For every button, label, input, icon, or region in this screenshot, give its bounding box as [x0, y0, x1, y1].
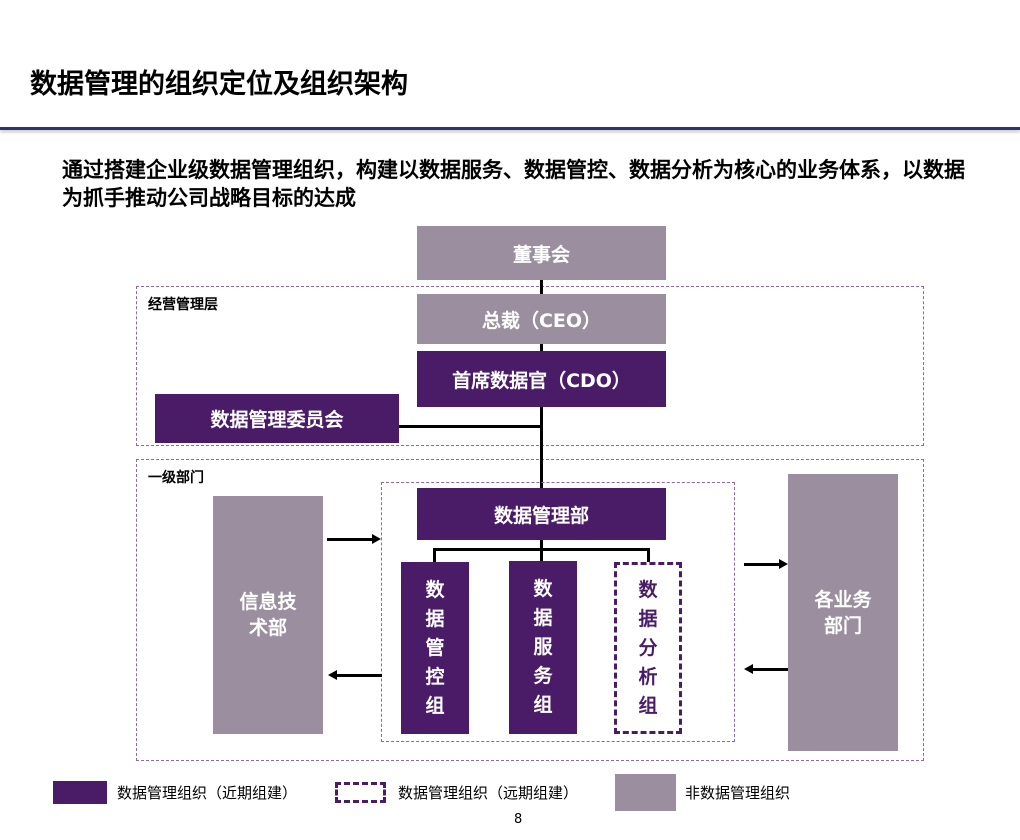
analytics-char: 组: [638, 694, 658, 717]
service-char: 数: [533, 578, 553, 600]
governance-char: 数: [425, 578, 445, 601]
governance-char: 据: [425, 607, 445, 630]
connector-governance: [433, 548, 436, 562]
data-dept-group: [381, 482, 735, 742]
legend-non-data: 非数据管理组织: [685, 784, 791, 802]
analytics-char: 数: [638, 578, 658, 601]
data-dept-box: 数据管理部: [417, 488, 666, 540]
arrow-left-icon: [328, 670, 337, 680]
connector-cdo-data-dept: [540, 406, 543, 488]
arrow-data-dept-to-it: [337, 674, 382, 677]
committee-box: 数据管理委员会: [155, 394, 399, 443]
connector-ceo-cdo: [540, 343, 543, 351]
departments-label: 一级部门: [148, 470, 204, 486]
service-group-box: 数 据 服 务 组: [509, 561, 577, 734]
governance-char: 控: [425, 665, 445, 688]
departments-region: [136, 459, 924, 761]
ceo-box: 总裁（CEO）: [417, 294, 666, 344]
analytics-char: 析: [638, 665, 658, 688]
connector-committee: [398, 425, 543, 428]
business-depts-label: 各业务部门: [814, 588, 872, 637]
connector-board-ceo: [540, 280, 543, 294]
legend-long-term: 数据管理组织（远期组建）: [398, 784, 579, 802]
it-dept-box: 信息技术部: [213, 496, 323, 734]
arrow-right-icon: [779, 559, 788, 569]
management-layer-label: 经营管理层: [148, 297, 218, 313]
analytics-char: 分: [638, 636, 658, 659]
legend-swatch-long-term: [335, 782, 386, 803]
board-box: 董事会: [417, 226, 666, 280]
arrow-left-icon: [744, 664, 753, 674]
service-char: 组: [533, 694, 553, 716]
business-depts-box: 各业务部门: [788, 474, 898, 751]
service-char: 服: [533, 636, 553, 658]
governance-group-box: 数 据 管 控 组: [401, 562, 469, 734]
page-number: 8: [514, 812, 523, 827]
legend-swatch-non-data: [615, 774, 676, 811]
page-title: 数据管理的组织定位及组织架构: [30, 69, 408, 100]
cdo-box: 首席数据官（CDO）: [417, 351, 666, 407]
arrow-business-to-data-dept: [753, 668, 788, 671]
title-divider: [0, 127, 1020, 130]
it-dept-label: 信息技术部: [239, 591, 297, 639]
connector-analytics: [647, 548, 650, 562]
subtitle: 通过搭建企业级数据管理组织，构建以数据服务、数据管控、数据分析为核心的业务体系，…: [62, 158, 965, 210]
governance-char: 组: [425, 694, 445, 717]
analytics-char: 据: [638, 607, 658, 630]
connector-groups-horizontal: [433, 548, 650, 551]
connector-data-dept-down: [540, 540, 543, 562]
management-layer-region: [136, 286, 924, 446]
service-char: 据: [533, 607, 553, 629]
analytics-group-box: 数 据 分 析 组: [614, 562, 682, 734]
legend-swatch-near-term: [53, 781, 107, 804]
governance-char: 管: [425, 636, 445, 659]
arrow-right-icon: [372, 534, 381, 544]
arrow-it-to-data-dept: [327, 538, 372, 541]
arrow-data-dept-to-business: [744, 563, 779, 566]
service-char: 务: [533, 665, 553, 687]
legend-near-term: 数据管理组织（近期组建）: [117, 784, 298, 802]
